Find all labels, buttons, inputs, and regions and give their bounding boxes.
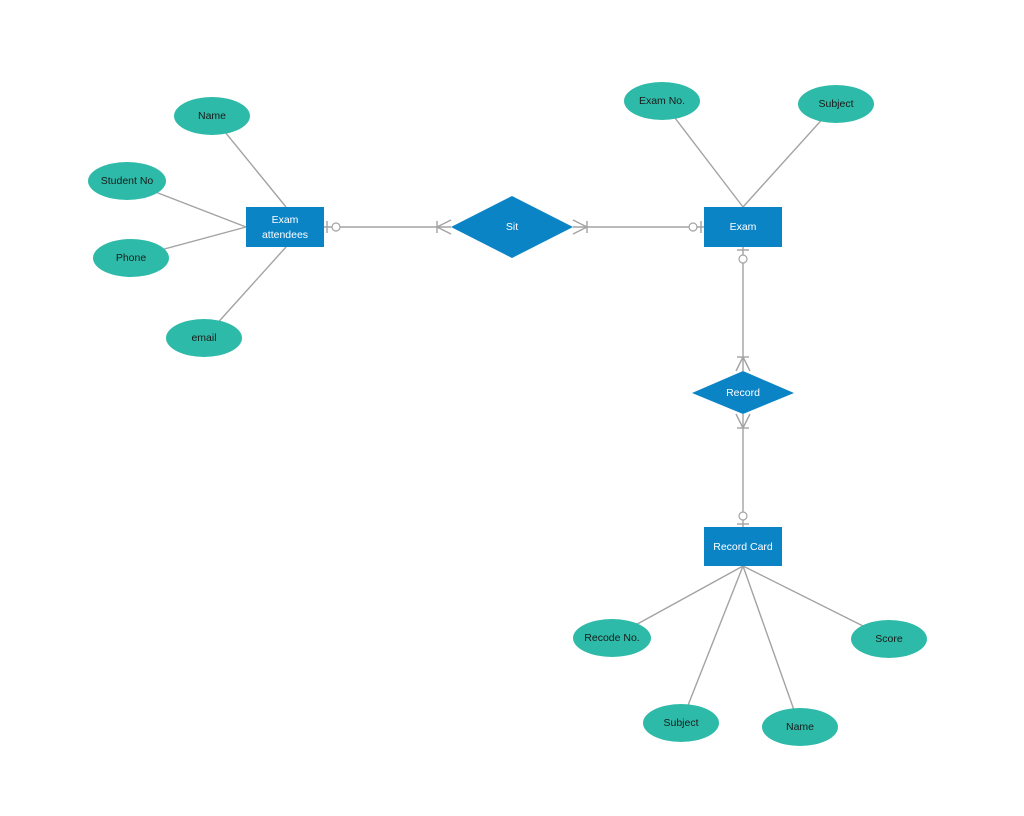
attribute-label: Student No — [101, 175, 154, 187]
attribute-label: Exam No. — [639, 95, 685, 107]
entity-record-card[interactable]: Record Card — [704, 527, 782, 566]
entity-box — [704, 527, 782, 566]
relationship-diamond — [692, 371, 794, 414]
attribute-connectors — [126, 100, 890, 728]
attribute-ellipse — [573, 619, 651, 657]
attribute-label: Name — [198, 110, 226, 122]
attribute-record-subject[interactable]: Subject — [643, 704, 719, 742]
relationship-sit[interactable]: Sit — [451, 196, 573, 258]
entity-exam[interactable]: Exam — [704, 207, 782, 247]
attribute-ellipse — [643, 704, 719, 742]
attribute-record-name[interactable]: Name — [762, 708, 838, 746]
connector-subject-to-record-card — [680, 565, 744, 724]
entity-box — [704, 207, 782, 247]
relationship-connectors — [324, 219, 751, 527]
entity-box — [246, 207, 324, 247]
entity-label-line2: attendees — [262, 229, 308, 241]
attribute-ellipse — [174, 97, 250, 135]
attribute-label: Score — [875, 633, 903, 645]
zero-mark-exam-bottom — [738, 254, 748, 264]
attribute-label: Phone — [116, 252, 147, 264]
zero-mark-exam-left — [688, 222, 698, 232]
relationship-label: Record — [726, 387, 760, 399]
connector-name-to-record-card — [742, 565, 801, 728]
attribute-score[interactable]: Score — [851, 620, 927, 658]
attribute-label: Subject — [663, 717, 698, 729]
attribute-ellipse — [166, 319, 242, 357]
relationship-record[interactable]: Record — [692, 371, 794, 414]
attribute-label: email — [191, 332, 216, 344]
attribute-phone[interactable]: Phone — [93, 239, 169, 277]
attribute-name[interactable]: Name — [174, 97, 250, 135]
attribute-label: Subject — [818, 98, 853, 110]
attribute-ellipse — [88, 162, 166, 200]
entity-label: Record Card — [713, 541, 773, 553]
attribute-ellipse — [624, 82, 700, 120]
attribute-label: Name — [786, 721, 814, 733]
attribute-exam-no[interactable]: Exam No. — [624, 82, 700, 120]
many-mark-sit-right — [572, 219, 588, 235]
attribute-email[interactable]: email — [166, 319, 242, 357]
attribute-ellipse — [762, 708, 838, 746]
attribute-student-no[interactable]: Student No — [88, 162, 166, 200]
attribute-recode-no[interactable]: Recode No. — [573, 619, 651, 657]
many-mark-record-bottom — [735, 413, 751, 429]
attribute-label: Recode No. — [584, 632, 639, 644]
zero-mark-record-card-top — [738, 511, 748, 521]
entity-label: Exam — [730, 221, 757, 233]
relationship-label: Sit — [506, 221, 518, 233]
attribute-exam-subject[interactable]: Subject — [798, 85, 874, 123]
many-mark-sit-left — [436, 219, 452, 235]
many-mark-record-top — [735, 356, 751, 372]
attribute-ellipse — [93, 239, 169, 277]
relationship-diamond — [451, 196, 573, 258]
attribute-ellipse — [851, 620, 927, 658]
zero-mark-exam-attendees — [331, 222, 341, 232]
attribute-ellipse — [798, 85, 874, 123]
entity-exam-attendees[interactable]: Exam attendees — [246, 207, 324, 247]
entity-label-line1: Exam — [272, 214, 299, 226]
